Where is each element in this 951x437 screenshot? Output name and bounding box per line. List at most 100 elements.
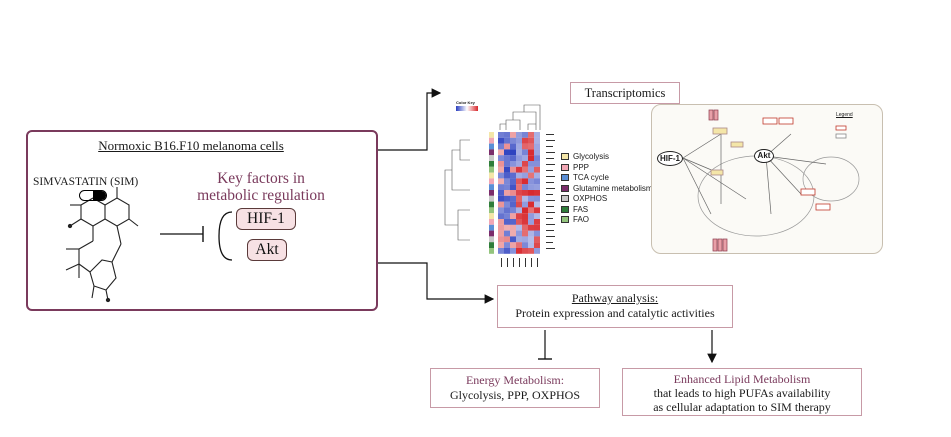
heatmap-cell xyxy=(534,143,540,150)
legend-label: OXPHOS xyxy=(573,194,608,203)
heatmap-cell xyxy=(498,242,504,248)
heatmap-cell xyxy=(498,213,504,219)
pathway-analysis-subtitle: Protein expression and catalytic activit… xyxy=(515,306,715,320)
heatmap-cell xyxy=(510,248,516,254)
drug-name: SIMVASTATIN (SIM) xyxy=(33,176,139,188)
heatmap-cell xyxy=(504,213,510,219)
lipid-metabolism-title: Enhanced Lipid Metabolism xyxy=(673,372,811,386)
heatmap-cell xyxy=(504,248,510,254)
heatmap-cell xyxy=(516,248,522,254)
heatmap-cell xyxy=(516,207,522,214)
heatmap-cell xyxy=(510,132,516,138)
factor-akt: Akt xyxy=(247,239,287,261)
heatmap-cell xyxy=(522,149,528,156)
heatmap-cell xyxy=(516,224,522,231)
heatmap-cell xyxy=(522,137,528,144)
factor-hif1: HIF-1 xyxy=(236,208,296,230)
heatmap-row-annotation xyxy=(489,184,494,190)
heatmap-cell xyxy=(528,155,534,161)
heatmap-row-annotation xyxy=(489,201,494,208)
heatmap-cell xyxy=(534,172,540,179)
pill-icon xyxy=(79,190,107,201)
heatmap-cell xyxy=(534,201,540,208)
molecule-structure-icon xyxy=(65,187,139,303)
heatmap-cell xyxy=(510,242,516,248)
heatmap-cell xyxy=(510,178,516,185)
heatmap-cell xyxy=(498,178,504,185)
heatmap-cell xyxy=(534,149,540,156)
heatmap-cell xyxy=(510,230,516,237)
heatmap-row-annotation xyxy=(489,242,494,248)
heatmap-cell xyxy=(528,190,534,196)
heatmap-cell xyxy=(534,178,540,185)
heatmap-cell xyxy=(498,207,504,214)
heatmap-cell xyxy=(510,219,516,225)
legend-label: FAS xyxy=(573,204,589,214)
heatmap-cell xyxy=(504,207,510,214)
heatmap-cell xyxy=(498,219,504,225)
heatmap-cell xyxy=(528,178,534,185)
heatmap-cell xyxy=(522,155,528,161)
heatmap-cell xyxy=(516,143,522,150)
heatmap-cell xyxy=(528,236,534,243)
heatmap-cell xyxy=(522,242,528,248)
heatmap-cell xyxy=(534,224,540,231)
heatmap-row-annotation xyxy=(489,219,494,225)
heatmap-cell xyxy=(516,132,522,138)
legend-swatch xyxy=(561,216,569,223)
transcriptomics-title: Transcriptomics xyxy=(570,82,680,104)
legend-swatch xyxy=(561,205,569,213)
legend-item: FAS xyxy=(561,205,653,216)
heatmap-cell xyxy=(498,132,504,138)
heatmap-cell xyxy=(504,242,510,248)
heatmap-cell xyxy=(498,172,504,179)
heatmap-cell xyxy=(516,149,522,156)
heatmap-cell xyxy=(528,172,534,179)
heatmap-row-annotation xyxy=(489,132,494,138)
heatmap-row-annotation xyxy=(489,236,494,243)
heatmap-cell xyxy=(504,190,510,196)
legend-swatch xyxy=(561,195,569,202)
legend-item: FAO xyxy=(561,215,653,226)
heatmap-cell xyxy=(534,161,540,167)
heatmap-cell xyxy=(522,190,528,196)
heatmap-cell xyxy=(522,132,528,138)
heatmap-cell xyxy=(516,155,522,161)
heatmap-cell xyxy=(528,201,534,208)
heatmap-cell xyxy=(516,178,522,185)
network-node-hif1: HIF-1 xyxy=(657,151,683,166)
heatmap-cell xyxy=(504,172,510,179)
heatmap-row-annotation xyxy=(489,195,494,202)
heatmap-cell xyxy=(516,242,522,248)
heatmap-cell xyxy=(528,213,534,219)
heatmap-cell xyxy=(534,137,540,144)
column-dendrogram xyxy=(499,104,541,130)
heatmap-cell xyxy=(504,201,510,208)
heatmap-cell xyxy=(534,184,540,190)
heatmap-cell xyxy=(516,230,522,237)
heatmap-cell xyxy=(504,149,510,156)
heatmap-cell xyxy=(534,248,540,254)
factor-bracket xyxy=(218,211,233,261)
heatmap-cell xyxy=(528,149,534,156)
legend-label: Glycolysis xyxy=(573,152,610,161)
heatmap-row-annotation xyxy=(489,230,494,237)
row-labels xyxy=(546,134,555,249)
heatmap-cell xyxy=(516,137,522,144)
heatmap-cell xyxy=(522,161,528,167)
heatmap-cell xyxy=(498,190,504,196)
legend-label: PPP xyxy=(573,162,590,172)
heatmap-cell xyxy=(528,219,534,225)
pathway-analysis-title: Pathway analysis: xyxy=(571,291,659,305)
arrow-to-pathway xyxy=(378,262,495,304)
legend-swatch xyxy=(561,174,569,181)
heatmap-cell xyxy=(534,132,540,138)
legend-swatch xyxy=(561,184,569,192)
heatmap-cell xyxy=(498,149,504,156)
heatmap-cell xyxy=(504,155,510,161)
heatmap-cell xyxy=(534,195,540,202)
legend-label: FAO xyxy=(573,215,590,224)
heatmap-cell xyxy=(528,137,534,144)
heatmap-cell xyxy=(522,248,528,254)
